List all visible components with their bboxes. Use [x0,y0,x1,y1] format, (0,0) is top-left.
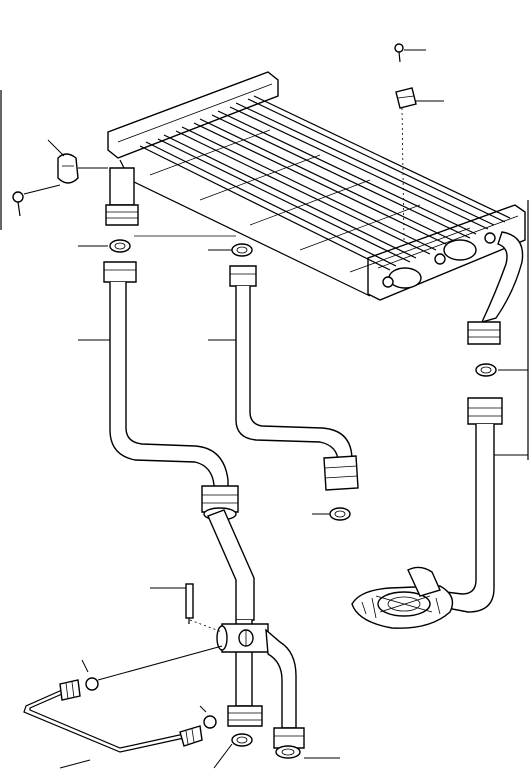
cross-fitting-pin [150,583,223,633]
left-flow-pipe [78,261,239,521]
left-seal [78,239,131,253]
bottom-right-nut [275,745,301,759]
right-screw [394,43,426,63]
middle-return-pipe [208,265,359,491]
right-clip [395,87,444,241]
pump-body [351,566,454,629]
bottom-nut [227,705,263,727]
heat-exchanger-fins [149,129,471,273]
heat-exchanger-left-plate [107,71,279,159]
left-outlet-stub [105,167,139,226]
bypass-pipe [265,628,340,759]
bottom-seal [213,733,253,769]
left-clip [47,139,108,184]
capillary-left-clip [81,645,223,691]
heat-exchanger [107,71,526,301]
capillary-right-clip [199,705,217,729]
left-screw [12,184,61,217]
right-seal [475,363,528,377]
middle-bottom-seal [312,507,351,521]
central-vertical-pipe [207,509,255,707]
capillary-sensor-line [23,679,203,769]
cross-fitting [216,623,269,653]
right-outlet-pipe-upper [467,231,524,345]
right-outlet-pipe [425,397,528,613]
middle-seal [208,243,253,257]
